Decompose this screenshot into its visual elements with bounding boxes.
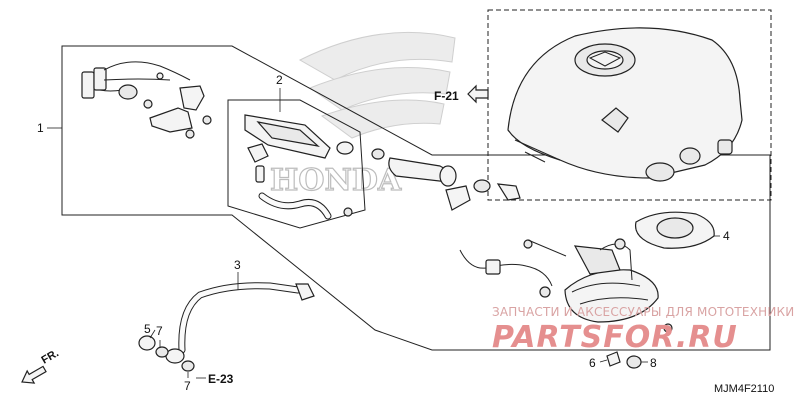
diagram-code: MJM4F2110 [714,383,774,395]
subassembly-2-frame [227,99,366,229]
assembly-frame [61,45,771,351]
callout-2: 2 [276,73,283,87]
pump-bracket-assembly [244,114,354,183]
callout-1: 1 [37,121,44,135]
tank-gasket [634,211,715,249]
honda-logo-text: HONDA [270,163,402,198]
small-fittings [138,335,642,372]
fuel-tank [507,27,743,182]
watermark-line2: PARTSFOR.RU [492,320,738,355]
fuel-pump [371,148,521,211]
callout-7-upper: 7 [156,324,163,338]
front-label: FR. [40,347,61,366]
ref-e23: E-23 [208,372,234,386]
leader-lines [47,88,720,378]
fuel-hose-small [258,192,353,220]
callout-7-lower: 7 [184,379,191,393]
honda-wing-logo: HONDA [269,31,456,199]
fuel-tank-box [487,9,772,201]
callout-8: 8 [650,356,657,370]
callout-4: 4 [723,229,730,243]
callout-6: 6 [589,356,596,370]
ref-f21: F-21 [434,89,459,103]
f21-arrow-icon [467,84,489,104]
callout-3: 3 [234,258,241,272]
wire-harness-upper [81,61,191,100]
watermark-line1: ЗАПЧАСТИ И АКСЕССУАРЫ ДЛЯ МОТОТЕХНИКИ [492,305,794,319]
fuel-hose-long [165,282,315,364]
front-direction-arrow-icon [21,365,47,384]
fuel-pump-unit [459,238,673,333]
bracket [143,85,212,139]
callout-5: 5 [144,322,151,336]
